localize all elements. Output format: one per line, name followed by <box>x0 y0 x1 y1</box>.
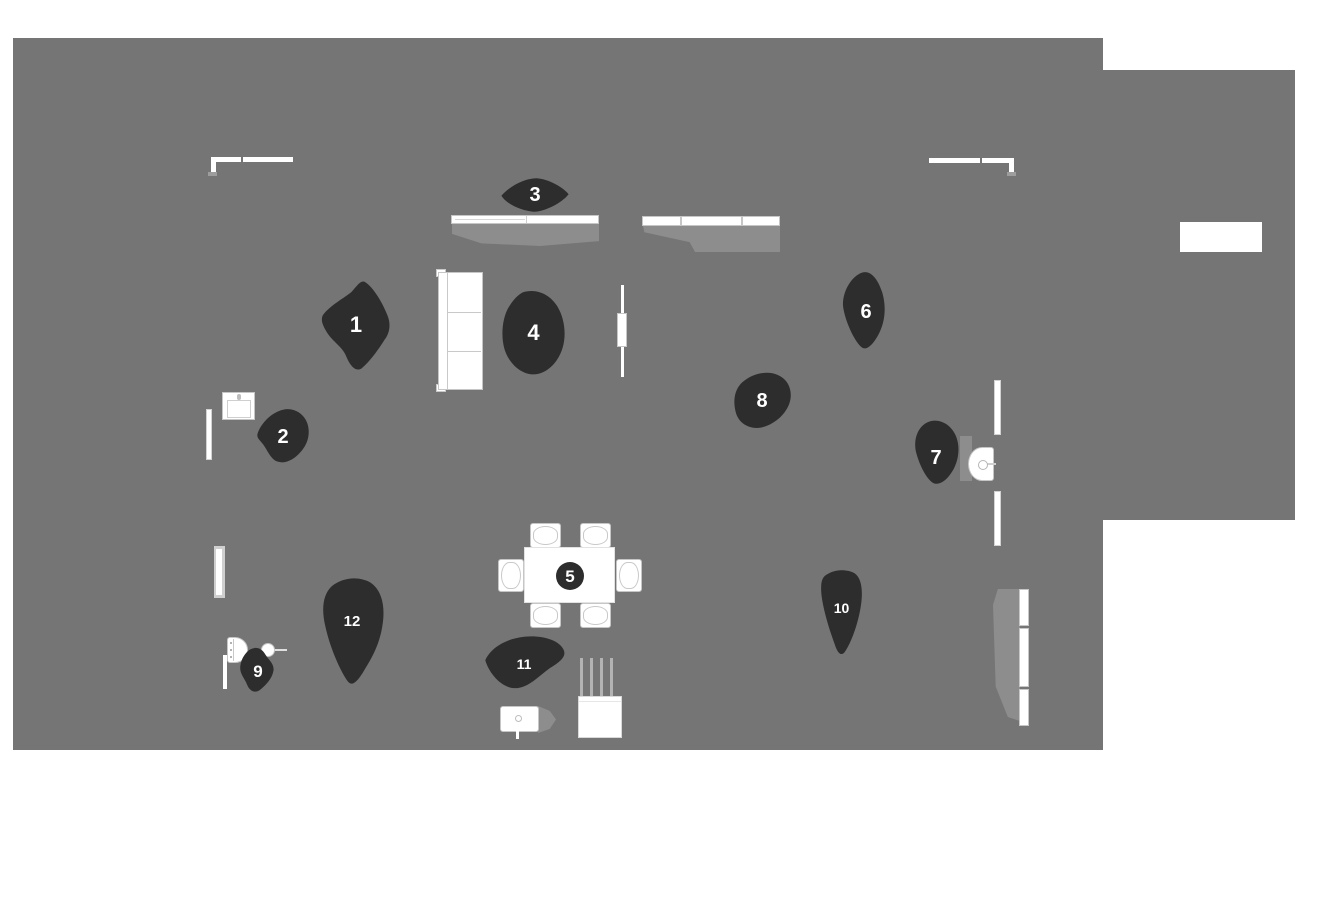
hinge-dot <box>230 656 232 658</box>
chair-cushion <box>533 606 558 625</box>
kitchen-counter-segment <box>681 216 742 226</box>
window <box>994 491 1001 546</box>
wardrobe-door <box>1019 689 1029 726</box>
wall-corner-top-right-h <box>929 158 1013 163</box>
toilet <box>227 637 248 663</box>
marker-label: 3 <box>529 184 541 206</box>
dining-chair <box>580 523 611 548</box>
tv-stand-divider <box>526 216 527 223</box>
sliding-door-leaf <box>617 313 627 347</box>
chair-cushion <box>533 526 558 545</box>
marker-blob <box>321 281 390 370</box>
sofa-cushion-line <box>448 312 481 313</box>
chair-cushion <box>501 562 521 589</box>
marker-blob <box>485 636 565 689</box>
wall-end-cap <box>208 172 217 176</box>
marker-blob <box>240 647 274 692</box>
sofa <box>438 272 483 390</box>
marker-1[interactable]: 1 <box>320 280 392 370</box>
marker-label: 7 <box>930 446 942 469</box>
marker-10[interactable]: 10 <box>816 569 867 656</box>
marker-blob <box>915 420 959 484</box>
dining-chair <box>580 603 611 628</box>
dining-chair <box>498 559 524 592</box>
dining-chair <box>530 523 561 548</box>
flush-line-icon <box>984 463 996 465</box>
sofa-cushion-line <box>448 351 481 352</box>
washing-machine-top-line <box>579 701 621 702</box>
floor-extension <box>1103 70 1295 520</box>
marker-2[interactable]: 2 <box>254 406 312 468</box>
kitchen-counter-segment <box>742 216 780 226</box>
wall-corner-top-left-v <box>211 157 216 174</box>
marker-3[interactable]: 3 <box>500 176 570 214</box>
door-opening <box>1180 222 1262 252</box>
tv-stand-shadow <box>452 224 599 246</box>
wall-corner-top-left-h <box>211 157 293 162</box>
marker-blob <box>323 578 384 684</box>
faucet-icon <box>237 394 241 400</box>
marker-blob <box>734 372 791 428</box>
marker-label: 5 <box>565 566 575 586</box>
marker-blob <box>257 409 309 463</box>
marker-4[interactable]: 4 <box>499 288 568 378</box>
basin-faucet-stem <box>516 724 519 739</box>
wall-corner-top-right-v <box>1009 158 1014 174</box>
flush-button-icon <box>978 460 988 470</box>
window <box>994 380 1001 435</box>
kitchen-counter-segment <box>642 216 681 226</box>
window <box>206 409 212 460</box>
marker-blob <box>502 291 565 375</box>
marker-9[interactable]: 9 <box>236 646 280 696</box>
marker-6[interactable]: 6 <box>836 270 896 353</box>
washing-machine <box>578 696 622 738</box>
marker-7[interactable]: 7 <box>910 419 962 488</box>
marker-5[interactable]: 5 <box>556 562 584 590</box>
chair-cushion <box>583 606 608 625</box>
tv-stand <box>451 215 599 224</box>
wardrobe-door <box>1019 589 1029 626</box>
partition-wall <box>223 655 227 689</box>
small-basin <box>500 706 539 732</box>
tv-stand-panel-line <box>455 219 525 220</box>
marker-label: 10 <box>833 599 850 616</box>
marker-label: 6 <box>860 300 872 323</box>
marker-11[interactable]: 11 <box>480 633 568 695</box>
washbasin <box>222 392 255 420</box>
cistern-line <box>233 639 234 661</box>
marker-label: 4 <box>527 320 540 345</box>
marker-label: 2 <box>277 426 289 448</box>
window-glass <box>216 549 222 595</box>
drain-icon <box>515 715 522 722</box>
marker-blob <box>821 570 862 655</box>
washbasin-bowl <box>227 400 251 418</box>
marker-label: 11 <box>516 656 532 672</box>
dining-chair <box>530 603 561 628</box>
marker-label: 9 <box>253 661 263 681</box>
marker-8[interactable]: 8 <box>729 370 795 432</box>
wall-joint-tick <box>980 157 982 164</box>
marker-label: 12 <box>343 612 361 630</box>
marker-blob <box>501 178 569 212</box>
chair-cushion <box>619 562 639 589</box>
floor-main <box>13 38 1103 750</box>
dining-chair <box>616 559 642 592</box>
marker-label: 8 <box>756 390 768 412</box>
hinge-dot <box>230 649 232 651</box>
marker-12[interactable]: 12 <box>316 576 388 688</box>
faucet-line-icon <box>274 649 287 651</box>
washing-machine-glow <box>580 658 620 698</box>
marker-label: 1 <box>349 312 363 337</box>
chair-cushion <box>583 526 608 545</box>
wall-end-cap <box>1007 172 1016 176</box>
wardrobe-door <box>1019 628 1029 687</box>
window <box>214 546 225 598</box>
marker-blob <box>842 272 885 349</box>
sofa-backrest <box>439 273 448 389</box>
hinge-dot <box>230 642 232 644</box>
wall-joint-tick <box>241 156 243 163</box>
